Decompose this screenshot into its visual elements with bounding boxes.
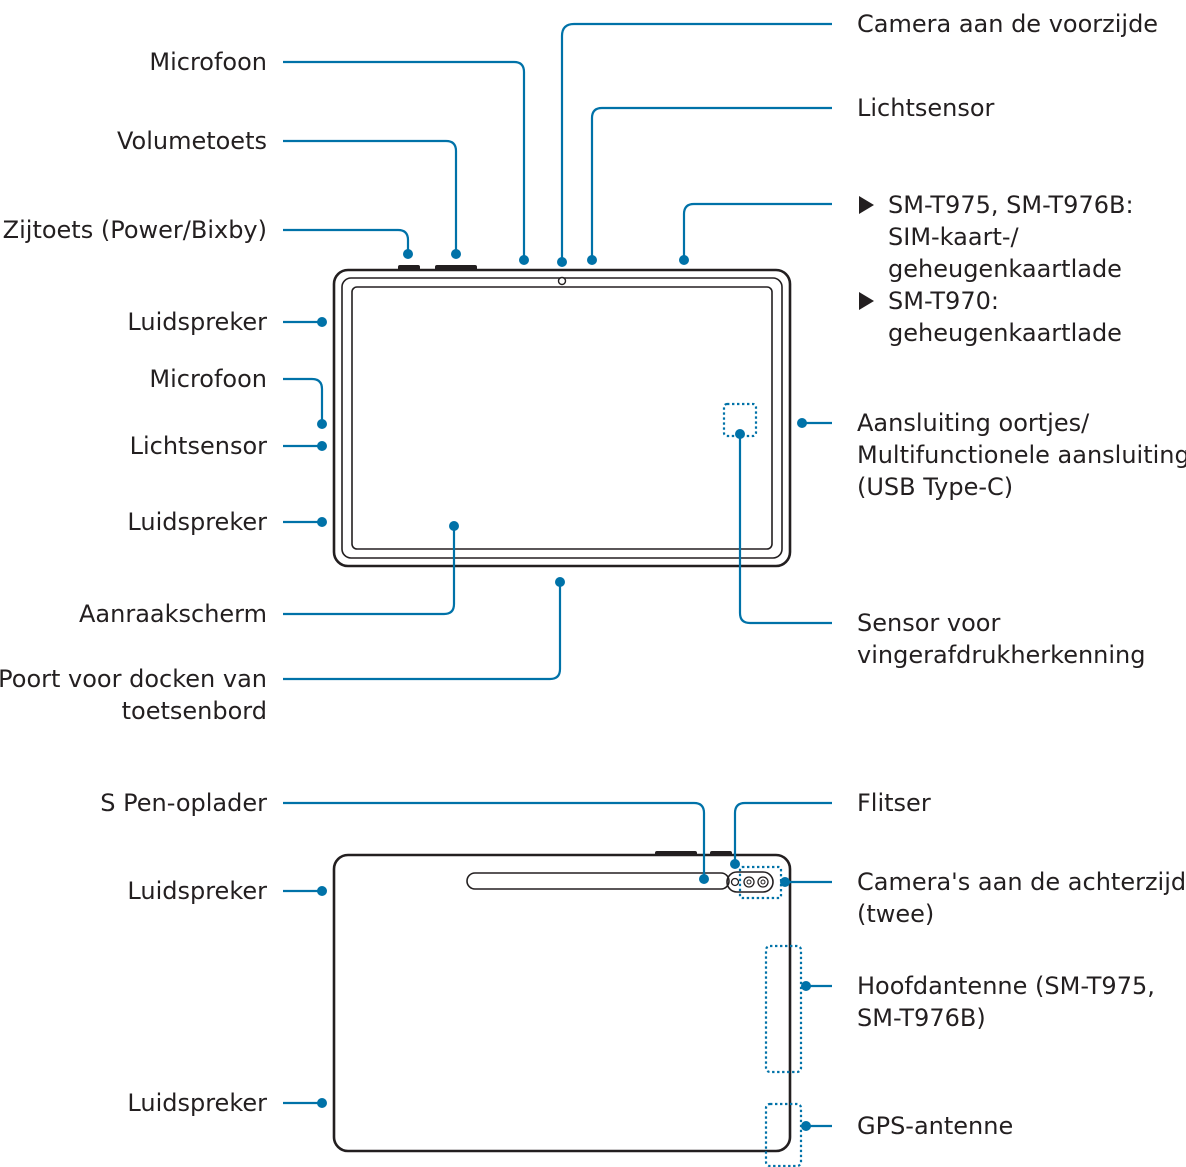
rear-camera-lens-1-inner [746, 879, 752, 885]
label-tray-a-line3: geheugenkaartlade [888, 255, 1122, 283]
label-tray-model-b: SM-T970: [888, 287, 999, 315]
label-rear-cameras-line2: (twee) [857, 900, 934, 928]
camera-module-housing [726, 871, 774, 893]
leader-dot-main-antenna [801, 981, 811, 991]
leader-dot-volume-key [451, 249, 461, 259]
leader-dot-rear-cameras [780, 877, 790, 887]
label-main-antenna-line1: Hoofdantenne (SM-T975, [857, 972, 1155, 1000]
label-fingerprint-line2: vingerafdrukherkenning [857, 641, 1146, 669]
leader-fingerprint [738, 434, 832, 625]
tablet-front-view [332, 265, 792, 568]
leader-dot-card-tray [679, 255, 689, 265]
bullet-triangle-icon [859, 196, 874, 214]
leader-card-tray [682, 202, 832, 260]
leader-keyboard-dock [283, 582, 562, 681]
front-camera-lens [557, 276, 567, 286]
label-touchscreen: Aanraakscherm [79, 600, 267, 628]
leader-microphone-top [283, 60, 526, 260]
label-microphone-side: Microfoon [149, 365, 267, 393]
label-flash: Flitser [857, 789, 931, 817]
leader-dot-earphone-jack [797, 418, 807, 428]
leader-dot-fingerprint [735, 429, 745, 439]
back-leader-lines [283, 801, 832, 1131]
leader-dot-microphone-top [519, 255, 529, 265]
label-light-sensor-side: Lichtsensor [130, 432, 268, 460]
label-rear-cameras-line1: Camera's aan de achterzijde [857, 868, 1186, 896]
label-speaker-back-bottom: Luidspreker [127, 1089, 267, 1117]
label-s-pen-charger: S Pen-oplader [100, 789, 267, 817]
rear-camera-lens-2 [757, 876, 769, 888]
leader-flash [733, 801, 832, 864]
leader-dot-keyboard-dock [555, 577, 565, 587]
label-tray-a-line2: SIM-kaart-/ [888, 223, 1020, 251]
back-left-labels: S Pen-oplader Luidspreker Luidspreker [100, 789, 267, 1117]
leader-dot-flash [730, 859, 740, 869]
leader-dot-microphone-side [317, 419, 327, 429]
bullet-triangle-icon [859, 292, 874, 310]
tablet-back-view [332, 851, 803, 1167]
leader-dot-light-sensor-side [317, 441, 327, 451]
front-leader-lines [283, 22, 832, 681]
leader-dot-speaker-back-top [317, 886, 327, 896]
leader-dot-speaker-front-top [317, 317, 327, 327]
front-tablet-body [332, 268, 792, 568]
leader-s-pen-charger [283, 801, 706, 879]
leader-dot-light-sensor [587, 255, 597, 265]
label-fingerprint-line1: Sensor voor [857, 609, 1000, 637]
leader-dot-speaker-back-bottom [317, 1098, 327, 1108]
label-speaker-front-top: Luidspreker [127, 308, 267, 336]
front-touchscreen-area [351, 286, 773, 550]
leader-microphone-side [283, 377, 324, 424]
leader-volume-key [283, 139, 458, 254]
leader-touchscreen [283, 526, 456, 616]
leader-dot-speaker-front-bottom [317, 517, 327, 527]
leader-dot-front-camera [557, 257, 567, 267]
label-tray-b-line2: geheugenkaartlade [888, 319, 1122, 347]
leader-dot-side-key [403, 249, 413, 259]
label-microphone-top: Microfoon [149, 48, 267, 76]
gps-antenna-area [764, 1102, 803, 1167]
back-tablet-body [332, 853, 792, 1153]
label-tray-model-a: SM-T975, SM-T976B: [888, 191, 1134, 219]
label-main-antenna-line2: SM-T976B) [857, 1004, 986, 1032]
label-earphone-line2: Multifunctionele aansluiting [857, 441, 1186, 469]
label-keyboard-dock-line2: toetsenbord [122, 697, 267, 725]
s-pen-charger-slot [466, 872, 730, 890]
leader-dot-touchscreen [449, 521, 459, 531]
leader-dot-gps-antenna [801, 1121, 811, 1131]
label-front-camera: Camera aan de voorzijde [857, 10, 1158, 38]
front-left-labels: Microfoon Volumetoets Zijtoets (Power/Bi… [0, 48, 267, 725]
leader-front-camera [560, 22, 832, 262]
leader-light-sensor [590, 106, 832, 260]
back-right-labels: Flitser Camera's aan de achterzijde (twe… [857, 789, 1186, 1140]
flash-icon [730, 877, 740, 887]
label-volume-key: Volumetoets [117, 127, 267, 155]
label-keyboard-dock-line1: Poort voor docken van [0, 665, 267, 693]
rear-camera-lens-1 [743, 876, 755, 888]
label-earphone-line3: (USB Type-C) [857, 473, 1013, 501]
label-earphone-line1: Aansluiting oortjes/ [857, 409, 1090, 437]
rear-camera-lens-2-inner [760, 879, 766, 885]
label-gps-antenna: GPS-antenne [857, 1112, 1013, 1140]
leader-dot-s-pen-charger [699, 874, 709, 884]
main-antenna-area [764, 944, 803, 1074]
label-speaker-front-bottom: Luidspreker [127, 508, 267, 536]
front-right-labels: Camera aan de voorzijde Lichtsensor SM-T… [857, 10, 1186, 669]
label-side-key: Zijtoets (Power/Bixby) [3, 216, 267, 244]
label-speaker-back-top: Luidspreker [127, 877, 267, 905]
label-light-sensor: Lichtsensor [857, 94, 995, 122]
leader-side-key [283, 228, 410, 254]
